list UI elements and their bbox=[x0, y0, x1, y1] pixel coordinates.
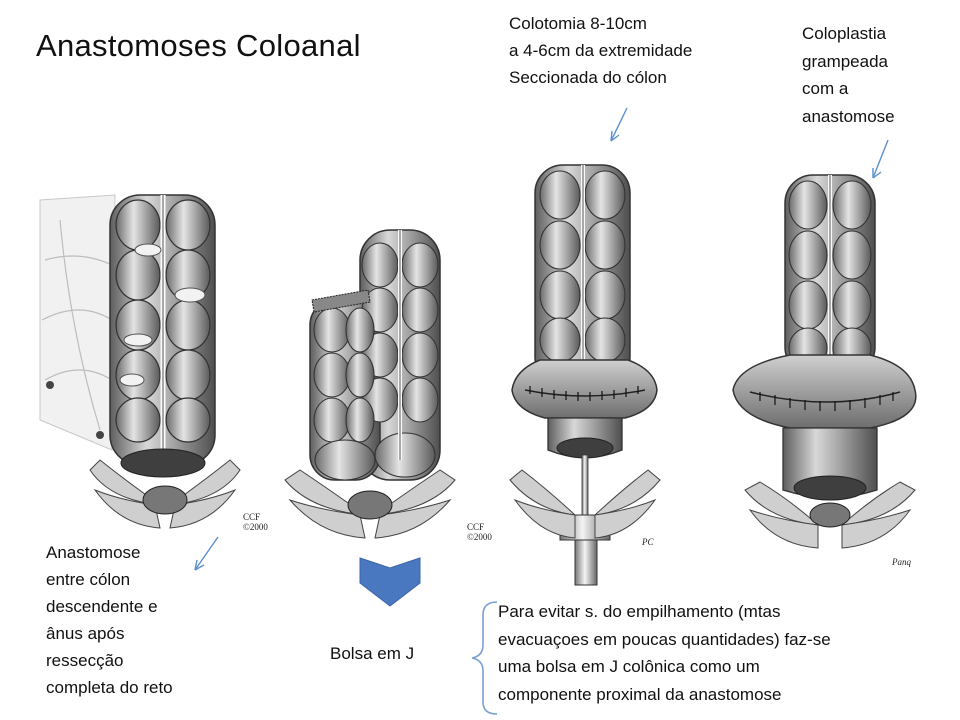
curly-brace-icon bbox=[471, 601, 498, 715]
figure-j-pouch: CCF©2000 bbox=[284, 229, 492, 542]
caption-j-pouch-explanation: Para evitar s. do empilhamento (mtas eva… bbox=[498, 602, 831, 704]
caption-bolsa-j: Bolsa em J bbox=[330, 644, 415, 663]
svg-text:PC: PC bbox=[641, 537, 654, 547]
copyright-label: CCF©2000 bbox=[243, 512, 268, 532]
svg-text:Panq: Panq bbox=[891, 557, 911, 567]
figure-coloplasty: Panq bbox=[732, 174, 917, 567]
down-arrow-icon bbox=[359, 557, 421, 607]
figure-straight-coloanal: CCF©2000 bbox=[39, 194, 268, 532]
caption-colotomy: Colotomia 8-10cm a 4-6cm da extremidade … bbox=[509, 14, 693, 87]
page-title: Anastomoses Coloanal bbox=[36, 28, 361, 63]
caption-straight-anastomosis: Anastomose entre cólon descendente e ânu… bbox=[46, 543, 173, 697]
pointer-arrow-icon bbox=[194, 107, 889, 571]
caption-coloplasty: Coloplastia grampeada com a anastomose bbox=[802, 24, 895, 126]
figure-colotomy-stapler: PC bbox=[509, 164, 661, 586]
svg-text:CCF©2000: CCF©2000 bbox=[467, 522, 492, 542]
